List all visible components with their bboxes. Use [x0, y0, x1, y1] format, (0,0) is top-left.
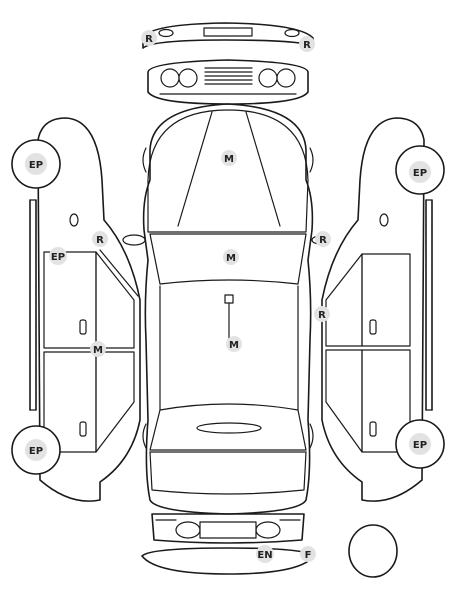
right-front-window [325, 349, 363, 453]
marker-left-front-wheel[interactable]: EP [25, 439, 47, 461]
marker-left-rear-quarter[interactable]: R [92, 231, 108, 247]
left-front-window [95, 351, 135, 453]
svg-text:EP: EP [413, 168, 427, 179]
headlight-left [175, 521, 201, 539]
windshield [149, 403, 307, 451]
front-grille [199, 521, 257, 539]
marker-right-door[interactable]: R [314, 306, 330, 322]
svg-text:M: M [93, 345, 103, 356]
rear-tail-panel [147, 59, 309, 105]
svg-text:R: R [145, 34, 153, 45]
marker-left-rear-wheel[interactable]: EP [25, 153, 47, 175]
svg-text:M: M [224, 154, 234, 165]
headlight-right [255, 521, 281, 539]
marker-left-sill[interactable]: EP [49, 247, 67, 265]
right-rear-door [361, 253, 411, 347]
tail-light-right-inner [258, 68, 278, 88]
marker-front-bumper-engine[interactable]: EN [256, 545, 274, 563]
rear-license-plate [203, 27, 253, 37]
svg-text:EN: EN [257, 550, 272, 561]
marker-hood[interactable]: M [226, 336, 242, 352]
hood-vent [196, 422, 262, 434]
left-rear-handle [79, 319, 87, 335]
marker-right-rear-wheel[interactable]: EP [409, 161, 431, 183]
left-mirror [122, 234, 146, 246]
svg-text:EP: EP [413, 440, 427, 451]
svg-text:EP: EP [29, 160, 43, 171]
marker-front-bumper-f[interactable]: F [300, 546, 316, 562]
svg-text:F: F [305, 550, 312, 561]
right-fuel-cap [379, 213, 389, 227]
rear-grille [204, 67, 253, 85]
left-front-handle [79, 421, 87, 437]
rear-bumper [142, 22, 314, 49]
roof [149, 233, 307, 285]
spare-wheel [348, 524, 398, 578]
right-rear-handle [369, 319, 377, 335]
svg-text:M: M [226, 253, 236, 264]
right-rear-window [325, 253, 363, 347]
marker-rear-bumper-left[interactable]: R [141, 30, 157, 46]
svg-text:R: R [303, 40, 311, 51]
tail-light-right-outer [276, 68, 296, 88]
marker-rear-bumper-right[interactable]: R [299, 36, 315, 52]
roof-antenna [224, 294, 234, 304]
hood [149, 451, 307, 495]
rear-bumper-right-light [284, 28, 300, 38]
front-headlight-panel [151, 513, 305, 544]
car-top-view [122, 103, 329, 515]
svg-text:EP: EP [51, 252, 65, 263]
svg-text:R: R [96, 235, 104, 246]
marker-roof-rear[interactable]: M [221, 150, 237, 166]
svg-text:EP: EP [29, 446, 43, 457]
left-rear-door [43, 251, 97, 349]
marker-right-rear-quarter[interactable]: R [315, 231, 331, 247]
front-bumper [141, 547, 315, 575]
svg-text:R: R [318, 310, 326, 321]
left-fuel-cap [69, 213, 79, 227]
left-rear-window [95, 251, 135, 349]
marker-roof-front[interactable]: M [223, 249, 239, 265]
car-left-side [29, 117, 141, 502]
svg-text:M: M [229, 340, 239, 351]
marker-left-pillar[interactable]: M [90, 341, 106, 357]
tail-light-left-outer [160, 68, 180, 88]
car-right-side [321, 117, 433, 502]
rear-window [147, 109, 309, 233]
rear-bumper-left-light [158, 28, 174, 38]
right-front-handle [369, 421, 377, 437]
svg-text:R: R [319, 235, 327, 246]
marker-right-front-wheel[interactable]: EP [409, 433, 431, 455]
tail-light-left-inner [178, 68, 198, 88]
